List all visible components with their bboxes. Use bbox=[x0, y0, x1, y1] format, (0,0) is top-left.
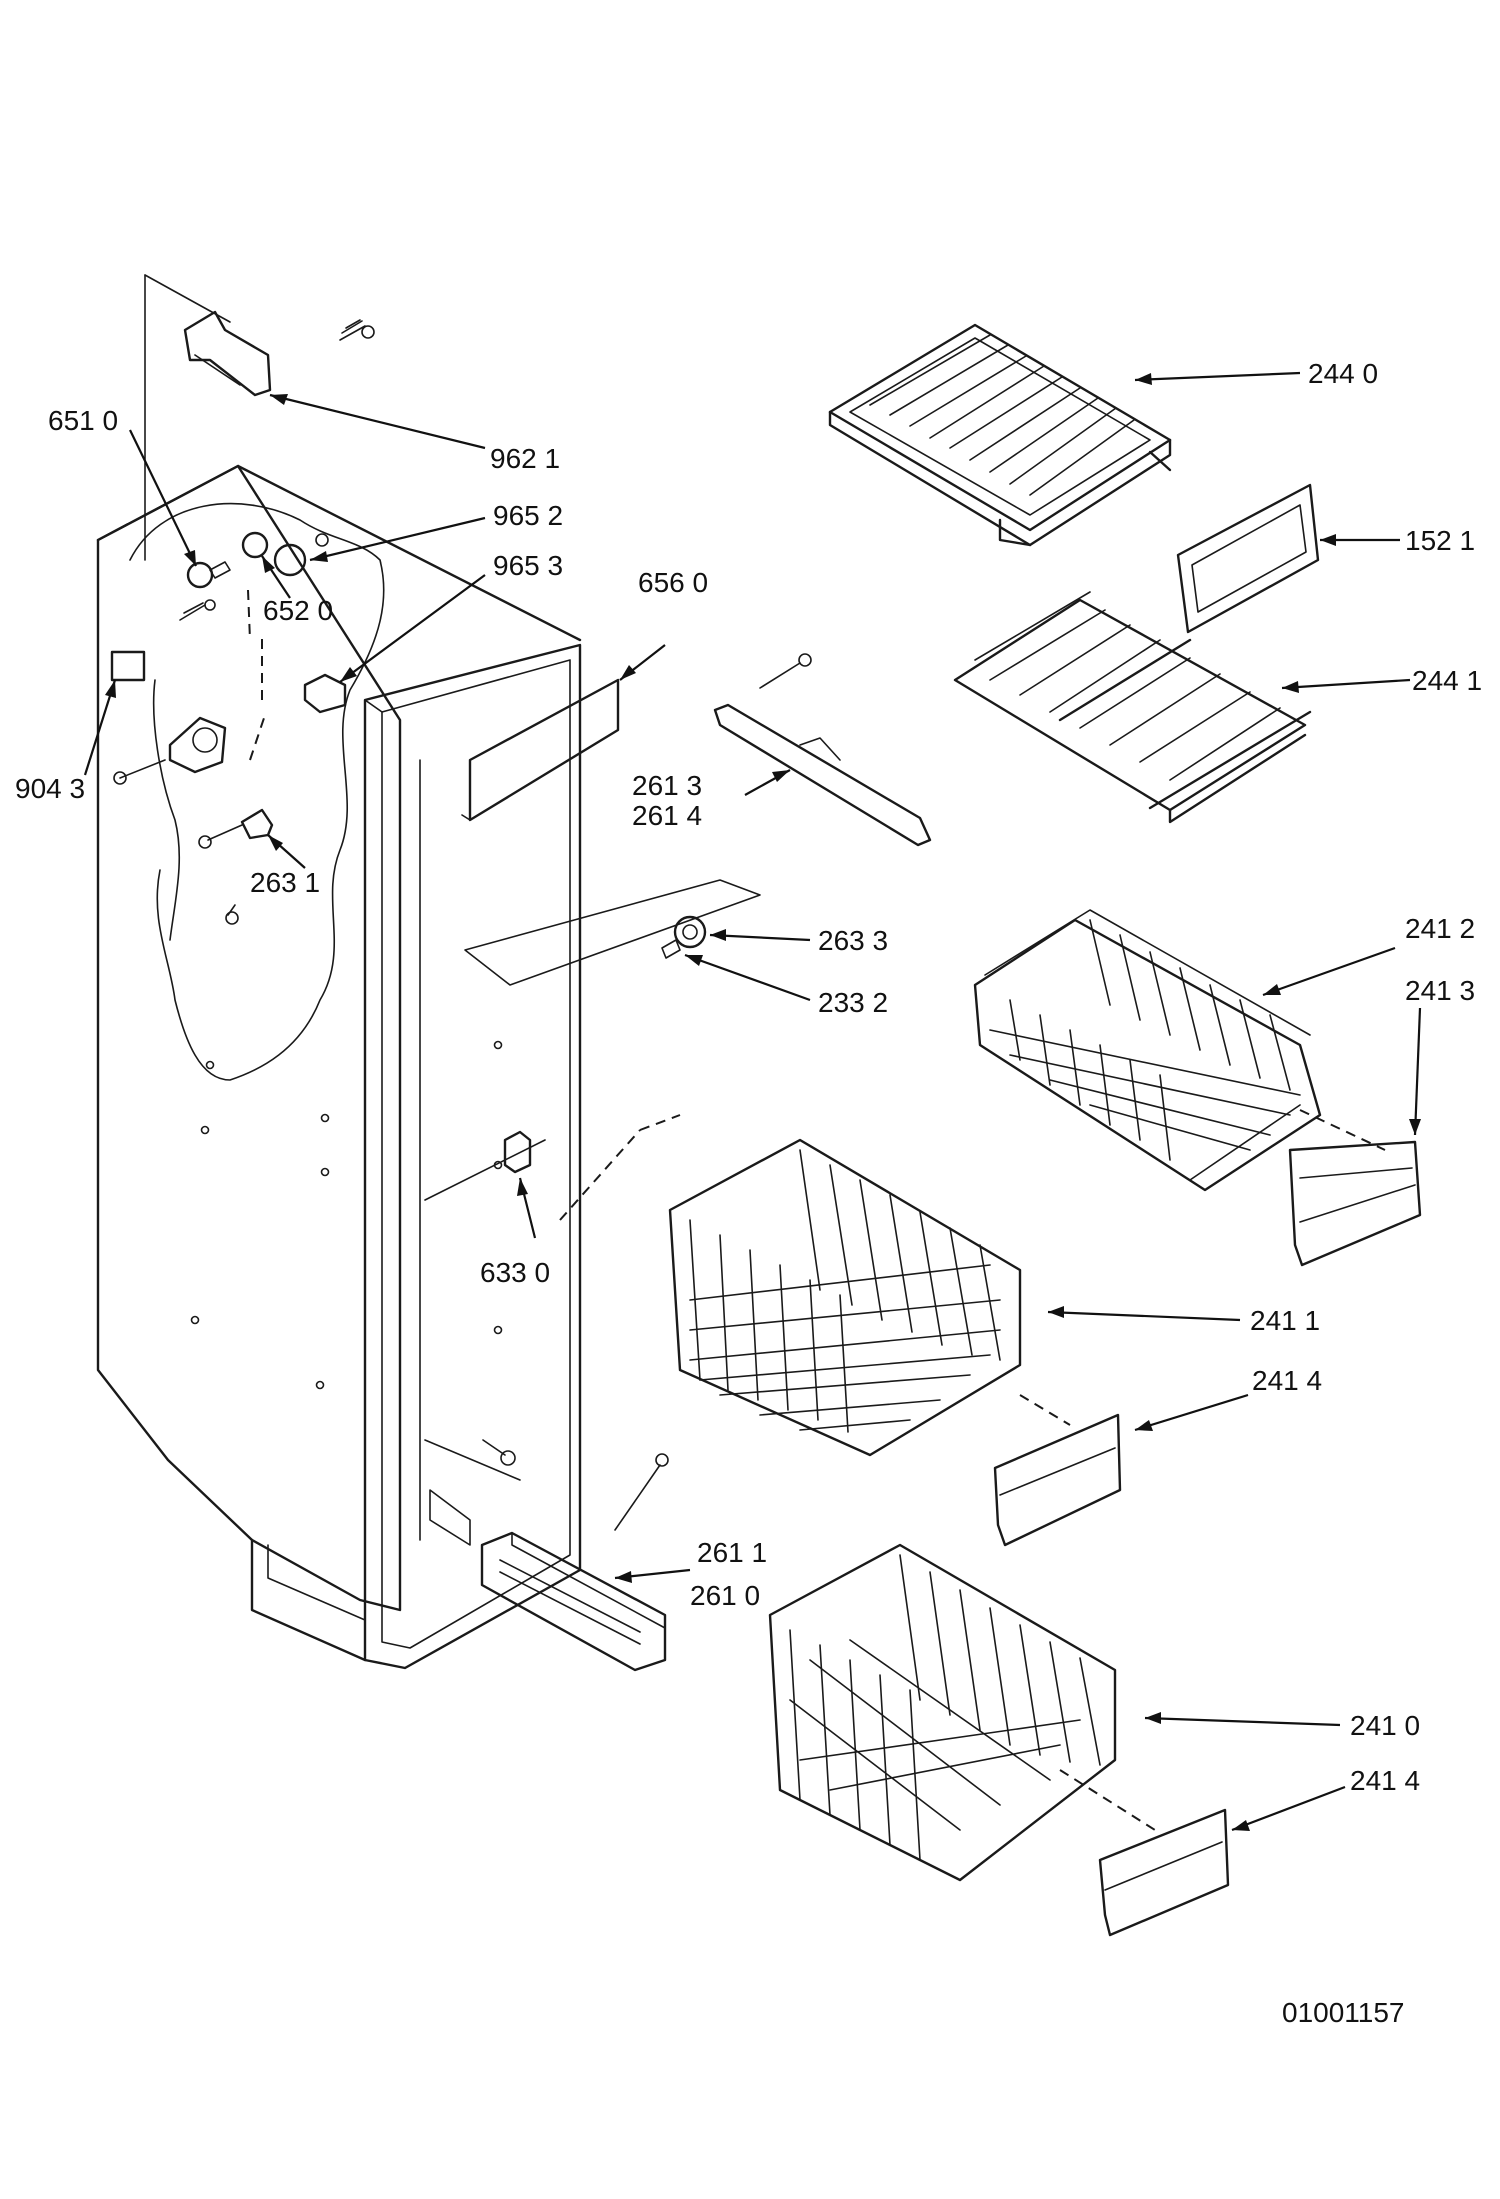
freezer-liner-cabinet bbox=[96, 464, 761, 1670]
callout-241-0: 241 0 bbox=[1350, 1710, 1420, 1741]
callout-261-3: 261 3 bbox=[632, 770, 702, 801]
callout-152-1: 152 1 bbox=[1405, 525, 1475, 556]
drawing-reference-number: 01001157 bbox=[1282, 1997, 1405, 2028]
glass-shelf-244-0 bbox=[828, 323, 1172, 547]
callout-241-4-upper: 241 4 bbox=[1252, 1365, 1322, 1396]
shelf-trim-152-1 bbox=[1176, 483, 1320, 634]
wire-shelf-244-1 bbox=[953, 591, 1312, 824]
wire-basket-241-0 bbox=[768, 1543, 1117, 1882]
callout-241-4-lower: 241 4 bbox=[1350, 1765, 1420, 1796]
basket-front-trims bbox=[993, 1109, 1422, 1937]
callout-241-2: 241 2 bbox=[1405, 913, 1475, 944]
callout-241-3: 241 3 bbox=[1405, 975, 1475, 1006]
callout-263-3: 263 3 bbox=[818, 925, 888, 956]
callout-labels: 962 1 651 0 965 2 965 3 652 0 656 0 904 … bbox=[15, 358, 1482, 2028]
control-components bbox=[110, 310, 707, 1466]
callout-633-0: 633 0 bbox=[480, 1257, 550, 1288]
callout-261-1: 261 1 bbox=[697, 1537, 767, 1568]
callout-965-2: 965 2 bbox=[493, 500, 563, 531]
shelf-support-bracket bbox=[713, 653, 932, 847]
wire-basket-241-2 bbox=[973, 909, 1322, 1192]
wire-basket-241-1 bbox=[668, 1138, 1022, 1457]
callout-261-4: 261 4 bbox=[632, 800, 702, 831]
callout-904-3: 904 3 bbox=[15, 773, 85, 804]
callout-656-0: 656 0 bbox=[638, 567, 708, 598]
callout-244-1: 244 1 bbox=[1412, 665, 1482, 696]
callout-241-1: 241 1 bbox=[1250, 1305, 1320, 1336]
leader-lines-cabinet bbox=[144, 274, 681, 1221]
bottom-grille-trim bbox=[480, 1453, 669, 1672]
callout-652-0: 652 0 bbox=[263, 595, 333, 626]
callout-965-3: 965 3 bbox=[493, 550, 563, 581]
callout-244-0: 244 0 bbox=[1308, 358, 1378, 389]
callout-261-0: 261 0 bbox=[690, 1580, 760, 1611]
callout-233-2: 233 2 bbox=[818, 987, 888, 1018]
callout-962-1: 962 1 bbox=[490, 443, 560, 474]
callout-leaders bbox=[83, 371, 1422, 1832]
callout-263-1: 263 1 bbox=[250, 867, 320, 898]
callout-651-0: 651 0 bbox=[48, 405, 118, 436]
